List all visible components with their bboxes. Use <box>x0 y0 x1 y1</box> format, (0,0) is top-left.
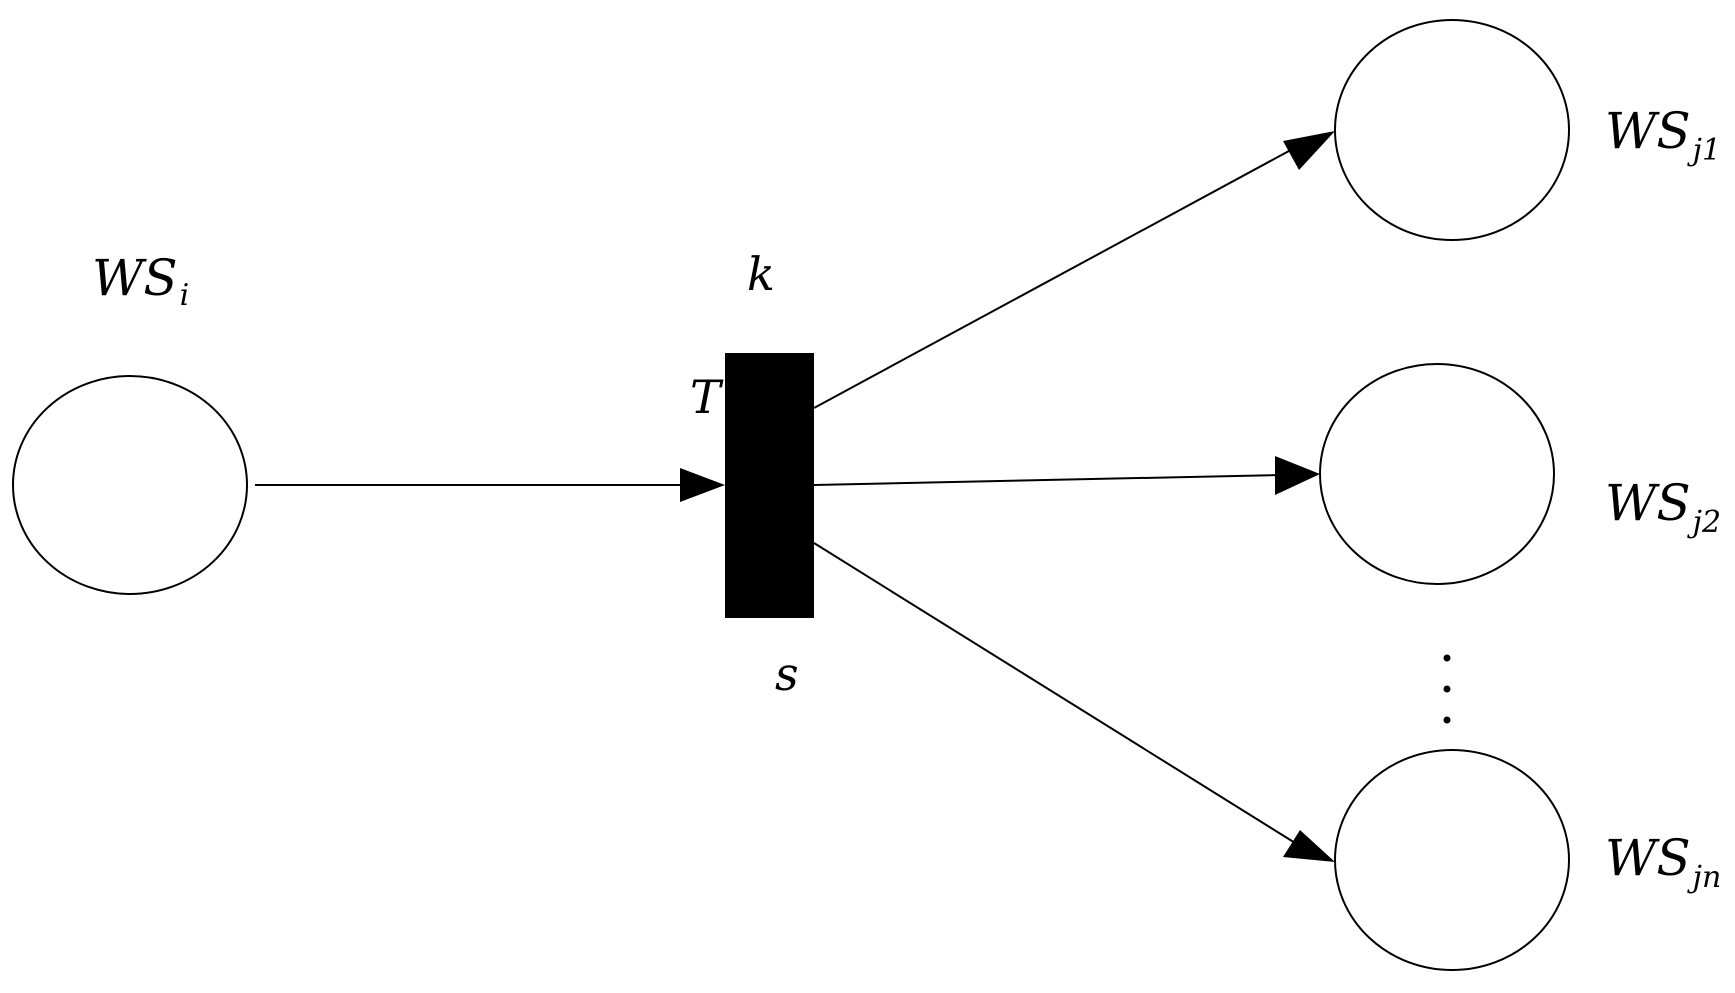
transition-left-label: T <box>690 370 724 424</box>
transition-bottom-label: s <box>775 647 799 701</box>
target-place-2-label-sub: j2 <box>1687 505 1721 540</box>
target-place-2-circle <box>1319 363 1555 585</box>
target-place-n-label-main: WS <box>1605 829 1691 887</box>
target-place-1-label: WSj1 <box>1605 102 1721 168</box>
source-place-label: WSi <box>92 249 189 313</box>
target-place-1-label-main: WS <box>1605 102 1691 160</box>
arc-transition-to-target-n <box>813 542 1301 847</box>
source-place-label-sub: i <box>180 278 190 313</box>
source-place-circle <box>12 375 248 595</box>
target-place-2-label-main: WS <box>1605 474 1691 532</box>
target-place-n-label: WSjn <box>1605 829 1721 895</box>
arrowhead-target-1 <box>1283 131 1335 170</box>
source-place-label-main: WS <box>92 249 178 307</box>
target-place-1-label-sub: j1 <box>1687 133 1721 168</box>
arc-transition-to-target-2 <box>813 474 1281 486</box>
target-place-2-label: WSj2 <box>1605 474 1721 540</box>
arrowhead-target-n <box>1283 830 1335 862</box>
target-place-n-label-sub: jn <box>1687 860 1722 895</box>
target-place-n-circle <box>1334 749 1570 971</box>
transition-top-label: k <box>747 247 775 301</box>
vertical-ellipsis <box>1443 654 1451 724</box>
arrowhead-to-transition <box>680 468 725 502</box>
target-place-1-circle <box>1334 19 1570 241</box>
arc-transition-to-target-1 <box>813 144 1301 409</box>
transition-bar <box>725 353 814 618</box>
arrowhead-target-2 <box>1275 456 1320 495</box>
